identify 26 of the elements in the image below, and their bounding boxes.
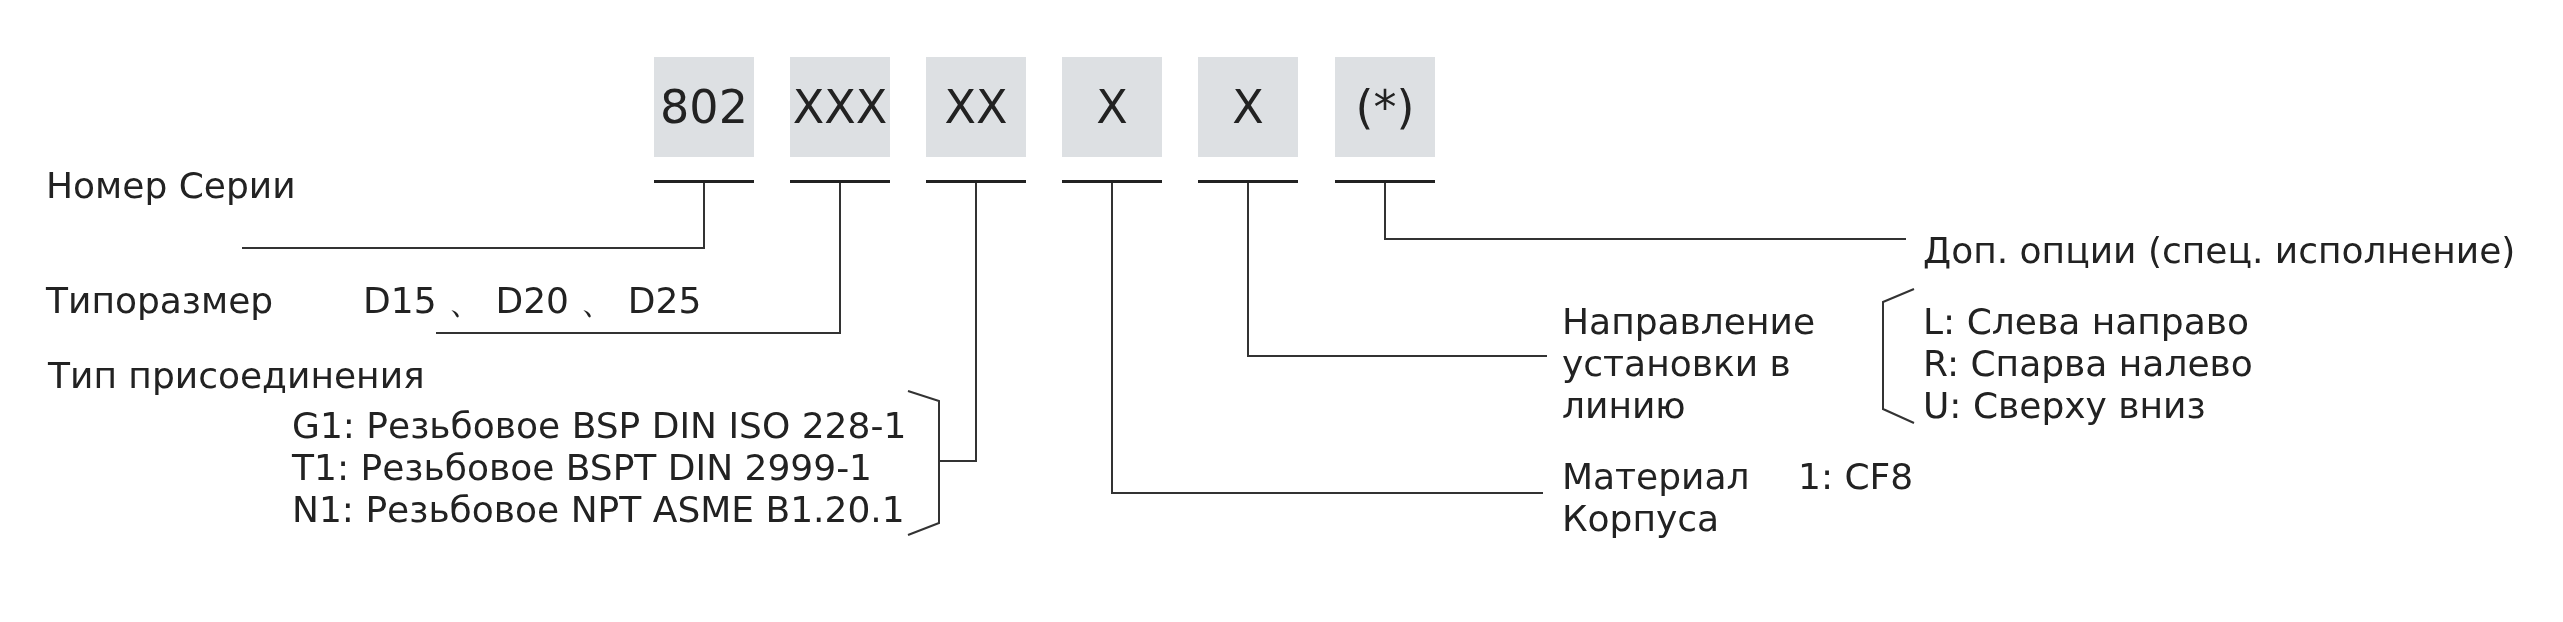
leader-line	[1247, 182, 1548, 357]
leader-line	[435, 182, 841, 334]
leader-line	[1384, 182, 1907, 240]
option-text: U: Сверху вниз	[1923, 385, 2206, 427]
option-text: N1: Резьбовое NPT ASME B1.20.1	[292, 489, 905, 531]
code-segment: XX	[926, 57, 1026, 183]
code-segment: X	[1062, 57, 1162, 183]
description-text: Доп. опции (спец. исполнение)	[1923, 230, 2516, 272]
option-text: T1: Резьбовое BSPT DIN 2999-1	[292, 447, 873, 489]
option-text: R: Спарва налево	[1923, 343, 2253, 385]
code-segment: XXX	[790, 57, 890, 183]
code-segment: 802	[654, 57, 754, 183]
leader-line	[939, 182, 977, 462]
option-text: L: Слева направо	[1923, 301, 2249, 343]
description-text: Тип присоединения	[48, 355, 425, 397]
code-segment: X	[1198, 57, 1298, 183]
description-text: Номер Серии	[46, 165, 296, 207]
description-text: Направление установки в линию	[1562, 301, 1817, 427]
description-text: Материал Корпуса	[1562, 456, 1751, 540]
description-text: Типоразмер	[46, 280, 274, 322]
option-text: 1: CF8	[1798, 456, 1914, 498]
option-text: G1: Резьбовое BSP DIN ISO 228-1	[292, 405, 907, 447]
leader-line	[1111, 182, 1544, 494]
leader-line	[241, 182, 705, 249]
code-segment: (*)	[1335, 57, 1435, 183]
option-text: D15 、 D20 、 D25	[363, 280, 702, 322]
